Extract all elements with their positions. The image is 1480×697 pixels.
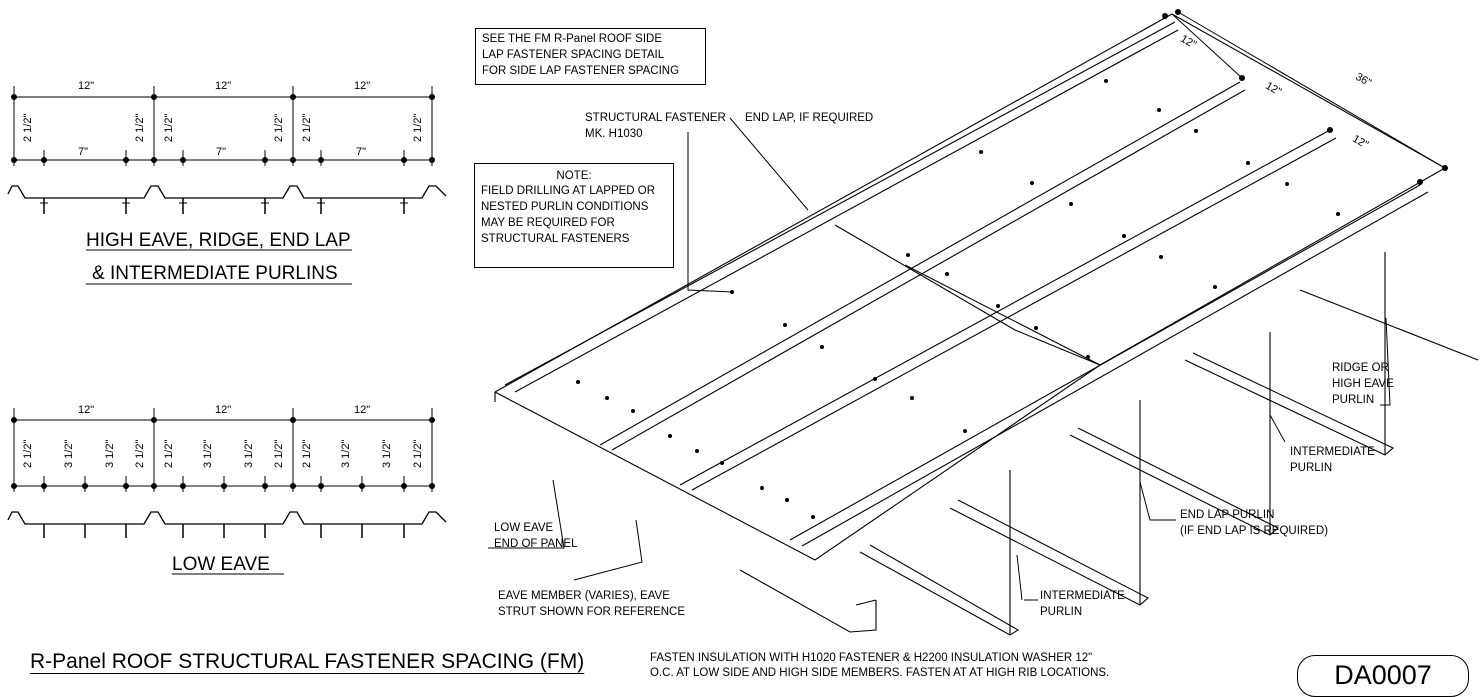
low-sub-6: 3 1/2"	[202, 439, 214, 468]
low-dim-12-c: 12"	[354, 404, 371, 416]
low-eave-dim-dots	[11, 417, 435, 489]
callout-eave-member-1: EAVE MEMBER (VARIES), EAVE	[498, 590, 670, 602]
field-note-2: NESTED PURLIN CONDITIONS	[481, 201, 649, 213]
low-sub-2: 3 1/2"	[63, 439, 75, 468]
low-sub-3: 3 1/2"	[104, 439, 116, 468]
low-sub-7: 3 1/2"	[243, 439, 255, 468]
sheet-title: R-Panel ROOF STRUCTURAL FASTENER SPACING…	[30, 650, 585, 673]
side-lap-note-box: SEE THE FM R-Panel ROOF SIDE LAP FASTENE…	[475, 28, 706, 85]
field-note-3: MAY BE REQUIRED FOR	[481, 217, 615, 229]
callout-end-lap-purlin-2: (IF END LAP IS REQUIRED)	[1180, 525, 1329, 537]
field-note-4: STRUCTURAL FASTENERS	[481, 233, 630, 245]
side-lap-note-3: FOR SIDE LAP FASTENER SPACING	[482, 65, 680, 77]
low-eave-detail-lines	[7, 408, 447, 575]
callout-intermediate-1a: INTERMEDIATE	[1040, 590, 1125, 602]
high-sub-c: 2 1/2"	[134, 113, 146, 142]
side-lap-note-1: SEE THE FM R-Panel ROOF SIDE	[482, 33, 662, 45]
drawing-number: DA0007	[1297, 655, 1469, 697]
panel-dimension-lines	[1171, 11, 1446, 169]
high-sub-g: 2 1/2"	[301, 113, 313, 142]
high-eave-detail-lines	[7, 86, 447, 285]
field-note-title: NOTE:	[556, 170, 592, 182]
high-dim-12-a: 12"	[78, 80, 95, 92]
field-note-1: FIELD DRILLING AT LAPPED OR	[481, 185, 656, 197]
low-sub-1: 2 1/2"	[22, 439, 34, 468]
callout-ridge-2: HIGH EAVE	[1332, 378, 1394, 390]
structural-fastener-1: STRUCTURAL FASTENER	[585, 112, 726, 124]
high-sub-h: 7"	[356, 146, 367, 158]
callout-end-lap-purlin-1: END LAP PURLIN	[1180, 509, 1275, 521]
high-title-1: HIGH EAVE, RIDGE, END LAP	[86, 230, 351, 251]
bottom-note-1: FASTEN INSULATION WITH H1020 FASTENER & …	[650, 652, 1093, 664]
low-sub-4: 2 1/2"	[134, 439, 146, 468]
low-sub-8: 2 1/2"	[273, 439, 285, 468]
fastener-dots	[576, 9, 1448, 519]
low-sub-9: 2 1/2"	[301, 439, 313, 468]
field-drilling-note-box: NOTE: FIELD DRILLING AT LAPPED OR NESTED…	[474, 163, 674, 268]
callout-intermediate-2a: INTERMEDIATE	[1290, 446, 1375, 458]
high-sub-a: 2 1/2"	[22, 113, 34, 142]
low-title: LOW EAVE	[172, 554, 270, 575]
high-dim-12-c: 12"	[354, 80, 371, 92]
callout-low-eave-1: LOW EAVE	[494, 522, 554, 534]
callout-ridge-1: RIDGE OR	[1332, 362, 1389, 374]
high-sub-f: 2 1/2"	[273, 113, 285, 142]
callout-intermediate-2b: PURLIN	[1290, 462, 1333, 474]
low-dim-12-b: 12"	[215, 404, 232, 416]
bottom-note-2: O.C. AT LOW SIDE AND HIGH SIDE MEMBERS. …	[650, 667, 1110, 679]
low-dim-12-a: 12"	[78, 404, 95, 416]
callout-ridge-3: PURLIN	[1332, 394, 1375, 406]
high-sub-d: 2 1/2"	[163, 113, 175, 142]
high-sub-i: 2 1/2"	[412, 113, 424, 142]
callout-intermediate-1b: PURLIN	[1040, 606, 1083, 618]
low-sub-10: 3 1/2"	[340, 439, 352, 468]
low-sub-12: 2 1/2"	[412, 439, 424, 468]
high-title-2: & INTERMEDIATE PURLINS	[92, 263, 338, 284]
callout-eave-member-2: STRUT SHOWN FOR REFERENCE	[498, 606, 685, 618]
high-dim-12-b: 12"	[215, 80, 232, 92]
high-eave-dim-dots	[11, 94, 435, 163]
leader-lines	[488, 117, 1391, 606]
low-sub-5: 2 1/2"	[163, 439, 175, 468]
end-lap-note: END LAP, IF REQUIRED	[745, 112, 874, 124]
structural-fastener-2: MK. H1030	[585, 128, 643, 140]
low-sub-11: 3 1/2"	[381, 439, 393, 468]
callout-low-eave-2: END OF PANEL	[494, 538, 578, 550]
high-sub-b: 7"	[78, 146, 89, 158]
roof-panels	[494, 13, 1479, 636]
side-lap-note-2: LAP FASTENER SPACING DETAIL	[482, 49, 665, 61]
high-sub-e: 7"	[216, 146, 227, 158]
